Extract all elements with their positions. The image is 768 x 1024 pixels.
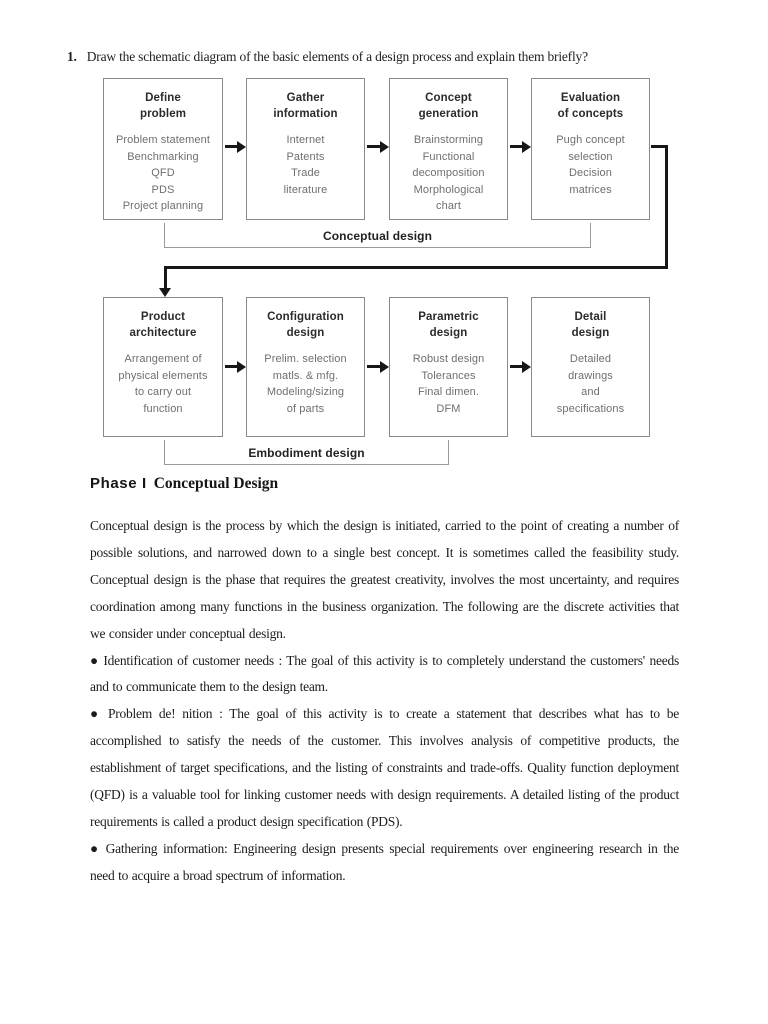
- question: 1. Draw the schematic diagram of the basi…: [67, 47, 692, 66]
- question-text: Draw the schematic diagram of the basic …: [86, 49, 588, 64]
- flow-box-title: Evaluation of concepts: [557, 92, 624, 120]
- flow-box-title: Detail design: [571, 311, 610, 339]
- flow-box-product-architecture: Product architecture Arrangement of phys…: [103, 297, 223, 437]
- bracket-line: [164, 247, 591, 248]
- feedback-line-left: [164, 266, 167, 290]
- feedback-line-horizontal: [164, 266, 668, 269]
- flow-box-gather-information: Gather information Internet Patents Trad…: [246, 78, 365, 220]
- bracket-tick: [164, 223, 165, 247]
- flow-box-detail-design: Detail design Detailed drawings and spec…: [531, 297, 650, 437]
- flow-box-evaluation-of-concepts: Evaluation of concepts Pugh concept sele…: [531, 78, 650, 220]
- flow-box-items: Pugh concept selection Decision matrices: [556, 134, 625, 196]
- flow-arrow-icon: [510, 140, 531, 153]
- bracket-tick: [448, 440, 449, 464]
- bracket-tick: [590, 223, 591, 247]
- flow-box-title: Product architecture: [129, 311, 197, 339]
- flow-arrow-icon: [367, 360, 389, 373]
- flow-box-items: Prelim. selection matls. & mfg. Modeling…: [264, 353, 347, 415]
- flow-box-items: Arrangement of physical elements to carr…: [118, 353, 208, 415]
- flow-arrow-icon: [367, 140, 389, 153]
- feedback-arrowhead-icon: [159, 288, 171, 297]
- flow-box-title: Gather information: [273, 92, 338, 120]
- flow-arrow-icon: [225, 360, 246, 373]
- flow-box-title: Concept generation: [418, 92, 479, 120]
- flow-box-items: Robust design Tolerances Final dimen. DF…: [412, 353, 485, 415]
- question-number: 1.: [67, 49, 77, 64]
- paragraph-conceptual-design: Conceptual design is the process by whic…: [90, 518, 679, 641]
- bullet-gathering-information: ● Gathering information: Engineering des…: [90, 840, 679, 883]
- feedback-line-stub: [651, 145, 668, 148]
- flow-box-define-problem: Define problem Problem statement Benchma…: [103, 78, 223, 220]
- feedback-line-right: [665, 145, 668, 269]
- bullet-identification-of-customer-needs: ● Identification of customer needs : The…: [90, 652, 679, 695]
- flow-box-title: Parametric design: [418, 311, 479, 339]
- embodiment-design-label: Embodiment design: [248, 446, 365, 460]
- flow-box-items: Internet Patents Trade literature: [283, 134, 328, 196]
- flow-box-configuration-design: Configuration design Prelim. selection m…: [246, 297, 365, 437]
- body-text: Conceptual design is the process by whic…: [90, 513, 679, 890]
- flow-box-items: Detailed drawings and specifications: [556, 353, 625, 415]
- phase-title: Conceptual Design: [153, 475, 279, 492]
- flow-box-title: Define problem: [139, 92, 187, 120]
- flow-arrow-icon: [510, 360, 531, 373]
- flow-arrow-icon: [225, 140, 246, 153]
- bracket-line: [164, 464, 449, 465]
- phase-heading: Phase I Conceptual Design: [90, 475, 278, 493]
- flow-box-items: Brainstorming Functional decomposition M…: [412, 134, 485, 212]
- flow-box-concept-generation: Concept generation Brainstorming Functio…: [389, 78, 508, 220]
- flow-box-parametric-design: Parametric design Robust design Toleranc…: [389, 297, 508, 437]
- bracket-tick: [164, 440, 165, 464]
- flow-box-items: Problem statement Benchmarking QFD PDS P…: [115, 134, 211, 212]
- conceptual-design-label: Conceptual design: [322, 229, 433, 243]
- bullet-problem-definition: ● Problem de! nition : The goal of this …: [90, 706, 679, 829]
- phase-prefix: Phase I: [90, 475, 147, 492]
- flow-box-title: Configuration design: [267, 311, 344, 339]
